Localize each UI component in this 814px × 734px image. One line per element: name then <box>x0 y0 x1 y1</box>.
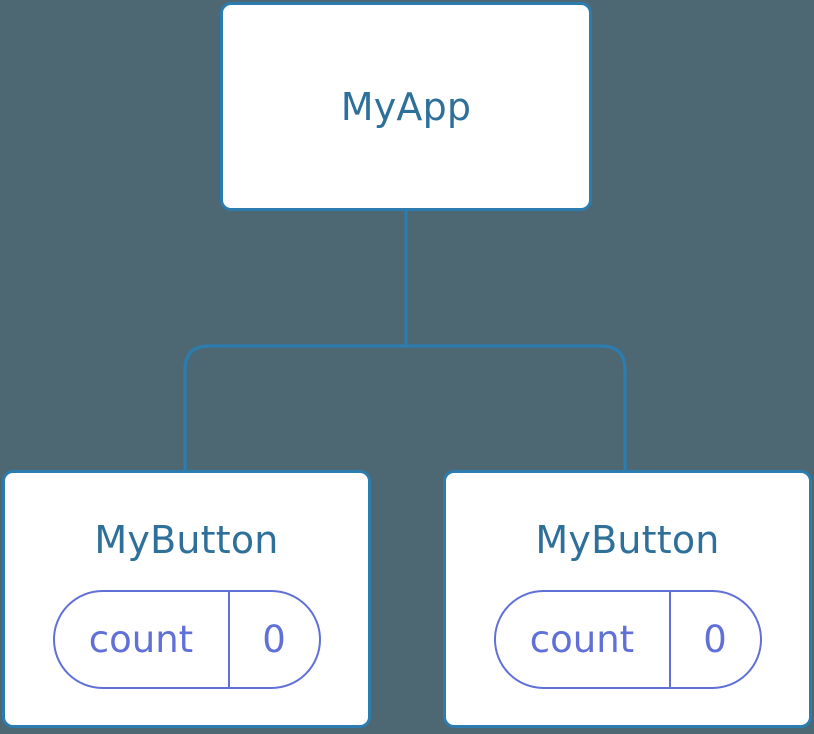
state-key: count <box>529 618 635 661</box>
state-value: 0 <box>668 592 760 687</box>
node-mybutton-0[interactable]: MyButton count 0 <box>2 470 371 728</box>
state-pill[interactable]: count 0 <box>493 590 762 689</box>
node-mybutton-1[interactable]: MyButton count 0 <box>443 470 812 728</box>
node-title: MyApp <box>340 84 472 129</box>
edge-root-to-mybutton-1 <box>406 344 627 470</box>
edge-root-to-mybutton-0 <box>183 344 406 470</box>
state-value: 0 <box>227 592 319 687</box>
node-title: MyButton <box>94 518 279 562</box>
node-title: MyButton <box>535 518 720 562</box>
state-key: count <box>88 618 194 661</box>
node-myapp[interactable]: MyApp <box>220 2 592 211</box>
state-pill[interactable]: count 0 <box>52 590 321 689</box>
